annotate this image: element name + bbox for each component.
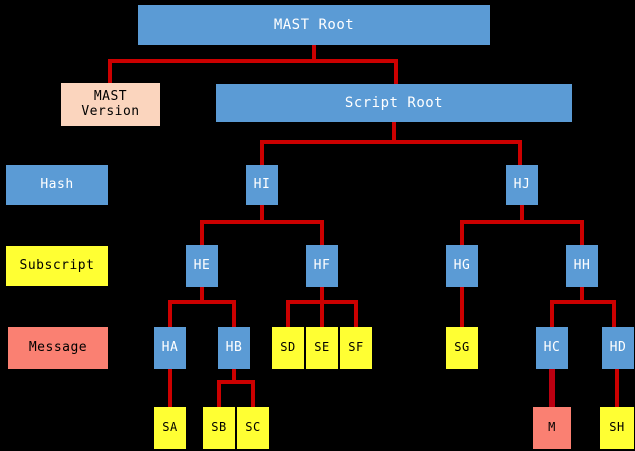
node-hg: HG <box>446 245 478 287</box>
edge-to-sd <box>286 300 290 329</box>
edge-hb-stem <box>232 369 236 382</box>
edge-to-hi <box>260 140 264 166</box>
edge-to-mast-version <box>108 59 112 85</box>
node-sd: SD <box>272 327 304 369</box>
legend-item-hash: Hash <box>6 165 108 205</box>
edge-hh-bus <box>550 300 616 304</box>
edge-to-script-root <box>394 59 398 85</box>
edge-to-sa <box>168 369 172 407</box>
node-sg: SG <box>446 327 478 369</box>
edge-to-sg <box>460 287 464 329</box>
edge-hb-bus <box>217 380 255 384</box>
node-sh: SH <box>600 407 634 449</box>
edge-hh-stem <box>580 287 584 302</box>
node-sf: SF <box>340 327 372 369</box>
edge-mast-root-bus <box>108 59 398 63</box>
edge-script-root-stem <box>392 122 396 142</box>
edge-to-hb <box>232 300 236 329</box>
edge-to-he <box>200 220 204 247</box>
edge-to-hf <box>320 220 324 247</box>
edge-he-stem <box>200 287 204 302</box>
node-m: M <box>533 407 571 449</box>
edge-script-root-bus <box>260 140 522 144</box>
edge-hi-bus <box>200 220 324 224</box>
legend-item-subscript: Subscript <box>6 246 108 286</box>
legend-item-message: Message <box>8 327 108 369</box>
edge-he-bus <box>168 300 236 304</box>
node-hc: HC <box>536 327 568 369</box>
node-hi: HI <box>246 165 278 205</box>
node-hd: HD <box>602 327 634 369</box>
edge-mast-root-stem <box>312 45 316 61</box>
edge-to-hg <box>460 220 464 247</box>
node-hf: HF <box>306 245 338 287</box>
edge-to-hh <box>580 220 584 247</box>
node-se: SE <box>306 327 338 369</box>
node-he: HE <box>186 245 218 287</box>
edge-hi-stem <box>260 205 264 222</box>
edge-to-ha <box>168 300 172 329</box>
node-ha: HA <box>154 327 186 369</box>
node-hj: HJ <box>506 165 538 205</box>
edge-hj-stem <box>520 205 524 222</box>
edge-hf-stem <box>320 287 324 302</box>
node-hh: HH <box>566 245 598 287</box>
edge-to-sf <box>354 300 358 329</box>
edge-to-se <box>320 300 324 329</box>
edge-to-hj <box>518 140 522 166</box>
edge-to-hd <box>612 300 616 329</box>
node-sc: SC <box>237 407 269 449</box>
node-sb: SB <box>203 407 235 449</box>
edge-to-sb <box>217 380 221 407</box>
node-script-root: Script Root <box>216 84 572 122</box>
edge-to-m <box>549 369 555 407</box>
node-hb: HB <box>218 327 250 369</box>
edge-hj-bus <box>460 220 584 224</box>
node-mast-version: MAST Version <box>61 83 160 126</box>
edge-to-hc <box>550 300 554 329</box>
edge-to-sc <box>251 380 255 407</box>
edge-to-sh <box>615 369 619 407</box>
node-mast-root: MAST Root <box>138 5 490 45</box>
node-sa: SA <box>154 407 186 449</box>
